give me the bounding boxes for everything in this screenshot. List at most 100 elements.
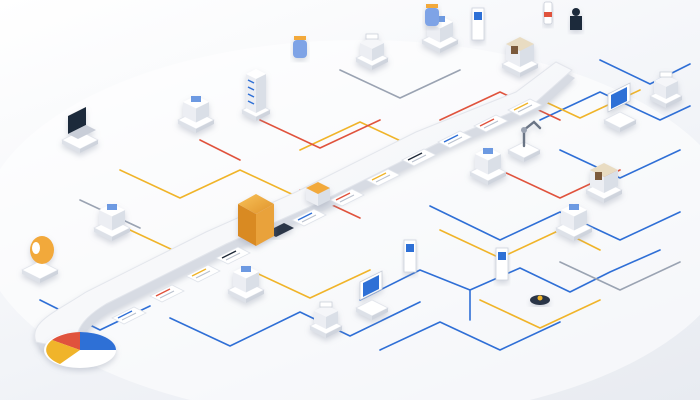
document-line: [407, 152, 423, 161]
robot-arm-joint: [521, 127, 527, 133]
node-base-side: [586, 190, 604, 203]
equipment-node-machine: [555, 203, 593, 241]
trophy-cup: [572, 8, 580, 16]
document-line: [191, 268, 207, 277]
node-body-top: [360, 37, 384, 49]
node-body: [256, 74, 266, 113]
equipment-node-monitor: [603, 82, 637, 132]
jar-icon: [425, 8, 439, 26]
node-base-side: [372, 308, 388, 320]
package-box-side: [256, 204, 274, 246]
node-base-side: [556, 228, 574, 241]
document-line: [479, 118, 495, 127]
node-body: [520, 44, 534, 67]
equipment-node-printer: [649, 71, 683, 108]
node-body-top: [314, 305, 338, 317]
document-card: [215, 246, 251, 265]
document-card: [149, 284, 185, 303]
equipment-node-printer: [309, 301, 343, 338]
server-icon: [247, 79, 255, 84]
node-body-top: [306, 182, 330, 194]
equipment-node-paper-roll: [21, 236, 59, 283]
connector-line-red: [439, 91, 561, 121]
document-icon: [401, 148, 437, 167]
factory-machine-icon: [107, 204, 117, 210]
package-box-side: [238, 204, 256, 246]
node-base-side: [666, 96, 682, 108]
scanner-lens: [537, 295, 543, 301]
node-body: [574, 210, 587, 231]
robot-arm-icon: [522, 120, 542, 148]
document-icon: [149, 284, 185, 303]
node-body: [196, 102, 209, 123]
server-icon: [247, 93, 255, 98]
document-card: [507, 98, 543, 117]
node-base-side: [310, 326, 326, 338]
node-base-side: [256, 110, 270, 121]
node-body-top: [654, 75, 678, 87]
connector-line-red: [259, 119, 381, 149]
node-base-side: [196, 120, 214, 133]
server-icon: [247, 100, 255, 105]
document-line: [159, 290, 175, 299]
equipment-node-kiosk: [471, 7, 485, 41]
equipment-nodes: [21, 1, 683, 338]
document-line: [375, 174, 391, 183]
document-line: [411, 154, 427, 163]
node-base-side: [246, 290, 264, 303]
node-base-side: [604, 120, 620, 132]
connector-line-yellow: [249, 269, 371, 299]
document-line: [371, 172, 387, 181]
node-body: [488, 154, 501, 175]
node-base-side: [422, 40, 440, 53]
paper-roll-core: [32, 242, 40, 254]
document-icon: [473, 114, 509, 133]
node-base-side: [488, 172, 506, 185]
node-base-side: [440, 40, 458, 53]
document-line: [117, 310, 133, 319]
node-base-side: [574, 228, 592, 241]
monitor-screen: [363, 275, 379, 297]
connector-line-blue: [429, 205, 681, 241]
node-base-side: [62, 140, 80, 153]
document-icon: [215, 246, 251, 265]
laptop-keyboard: [68, 125, 96, 139]
connector-line-blue: [379, 321, 561, 351]
node-body: [112, 210, 125, 231]
node-body: [604, 170, 618, 193]
document-line: [483, 120, 499, 129]
node-base-side: [242, 110, 256, 121]
connector-line-gray: [559, 261, 681, 291]
kiosk-screen: [406, 244, 414, 252]
factory-machine-icon: [569, 204, 579, 210]
connector-line-yellow: [439, 229, 601, 259]
document-line: [335, 192, 351, 201]
document-card: [185, 264, 221, 283]
equipment-node-box: [306, 182, 330, 206]
equipment-node-cabinet: [585, 163, 623, 203]
document-card: [401, 148, 437, 167]
storage-cabinet-icon: [511, 46, 518, 54]
connector-line-blue: [539, 91, 691, 121]
equipment-node-machine: [93, 203, 131, 241]
equipment-node-server: [241, 69, 271, 121]
document-line: [513, 102, 529, 111]
document-line: [221, 250, 237, 259]
node-base-side: [80, 140, 98, 153]
equipment-node-robot: [507, 120, 542, 162]
equipment-node-jar: [425, 4, 439, 26]
node-base-side: [650, 96, 666, 108]
node-body: [233, 272, 246, 293]
node-base-side: [356, 308, 372, 320]
connector-line-blue: [599, 59, 691, 85]
document-card: [365, 168, 401, 187]
equipment-node-jar: [293, 36, 307, 58]
document-line: [443, 134, 459, 143]
node-base-side: [620, 120, 636, 132]
node-base-side: [502, 64, 520, 77]
document-line: [297, 212, 313, 221]
node-base-side: [326, 326, 342, 338]
document-card: [473, 114, 509, 133]
node-base-side: [94, 228, 112, 241]
node-base-side: [40, 270, 58, 283]
